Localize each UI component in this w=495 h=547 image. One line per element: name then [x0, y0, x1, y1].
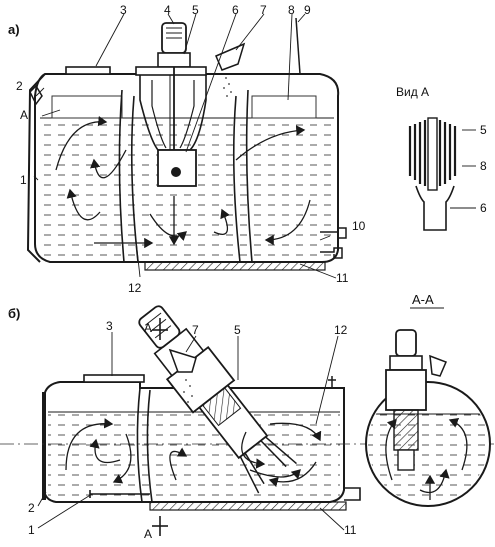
section-aa: А-А [365, 292, 491, 507]
callout-b-1: 1 [28, 523, 35, 537]
panel-b-flow-arrows [65, 418, 322, 488]
callout-3: 3 [120, 3, 127, 17]
callout-10: 10 [352, 219, 366, 233]
callout-4: 4 [164, 3, 171, 17]
panel-b-tank [0, 374, 495, 511]
callout-A: A [20, 108, 28, 122]
view-a-callout-8: 8 [480, 159, 487, 173]
callout-b-11: 11 [344, 523, 357, 537]
callout-9: 9 [304, 3, 311, 17]
callout-b-A-bottom: A [144, 527, 152, 541]
callout-b-7: 7 [192, 323, 199, 337]
panel-a-tank [26, 17, 347, 271]
callout-b-3: 3 [106, 319, 113, 333]
view-a: Вид А 5 8 6 [396, 85, 487, 231]
callout-11: 11 [336, 271, 349, 285]
callout-b-2: 2 [28, 501, 35, 515]
callout-5: 5 [192, 3, 199, 17]
view-a-callout-5: 5 [480, 123, 487, 137]
panel-b-stirrer [138, 305, 297, 494]
panel-b-label: б) [8, 306, 20, 321]
view-a-callout-6: 6 [480, 201, 487, 215]
callout-8: 8 [288, 3, 295, 17]
panel-a-stirrer [135, 22, 246, 187]
panel-a-flow-arrows [55, 115, 311, 249]
callout-6: 6 [232, 3, 239, 17]
callout-1: 1 [20, 173, 27, 187]
callout-b-A-top: A [144, 321, 152, 335]
section-aa-title: А-А [412, 292, 434, 307]
callout-2: 2 [16, 79, 23, 93]
panel-a-label: а) [8, 22, 20, 37]
callout-12: 12 [128, 281, 142, 295]
callout-b-5: 5 [234, 323, 241, 337]
callout-b-12: 12 [334, 323, 348, 337]
view-a-title: Вид А [396, 85, 429, 99]
panel-b-labels: б) A 7 5 12 3 2 1 11 A [8, 306, 357, 541]
panel-a-leaders [33, 13, 337, 279]
callout-7: 7 [260, 3, 267, 17]
panel-a-labels: а) 3 4 5 6 7 8 9 2 A 1 10 12 11 [8, 3, 366, 295]
panel-b-leaders [37, 332, 345, 531]
section-marks [152, 318, 168, 536]
